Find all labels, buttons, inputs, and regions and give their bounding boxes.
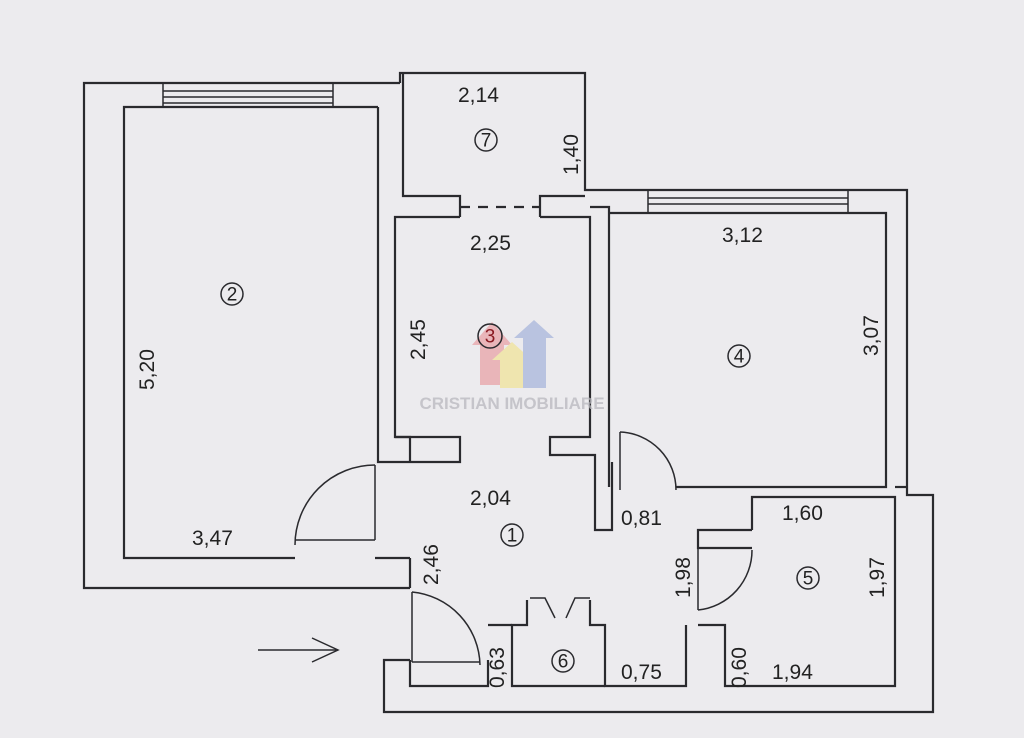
dim-room-5-bottom: 1,94: [772, 661, 813, 684]
door-room-2: [294, 464, 376, 546]
window-room-2: [162, 82, 334, 108]
dim-room-6-width: 0,75: [621, 661, 662, 684]
dim-room-2-width: 3,47: [192, 527, 233, 550]
dim-room-1-length: 2,46: [420, 544, 443, 585]
dim-room-2-length: 5,20: [136, 349, 159, 390]
dim-room-1-width: 2,04: [470, 487, 511, 510]
dimensions: 2,04 2,46 5,20 3,47 2,25 2,45 3,12 3,07 …: [136, 84, 889, 688]
room-number-6: 6: [558, 652, 569, 673]
door-entrance: [411, 591, 481, 666]
room-number-4: 4: [734, 347, 745, 368]
logo-yellow-arrow: [492, 342, 532, 388]
watermark-logo: CRISTIAN IMOBILIARE: [419, 320, 605, 413]
dim-room-6-depth: 0,63: [486, 647, 509, 688]
window-room-4: [647, 189, 849, 214]
room-numbers: 1 2 3 4 5 6 7: [220, 128, 820, 673]
room-number-3: 3: [485, 327, 496, 348]
room-number-1: 1: [507, 526, 518, 547]
dim-hall-door: 0,81: [621, 507, 662, 530]
logo-blue-arrow: [514, 320, 554, 388]
walls: [82, 71, 935, 714]
dim-room-7-length: 1,40: [560, 134, 583, 175]
dim-room-3-length: 2,45: [407, 319, 430, 360]
dim-hall-length: 1,98: [672, 557, 695, 598]
room-number-7: 7: [481, 131, 492, 152]
dim-room-4-length: 3,07: [860, 315, 883, 356]
room-number-5: 5: [803, 569, 814, 590]
arrow-right-icon: [258, 637, 340, 663]
dim-room-5-top: 1,60: [782, 502, 823, 525]
watermark-text: CRISTIAN IMOBILIARE: [419, 394, 604, 413]
dim-room-7-width: 2,14: [458, 84, 499, 107]
dim-room-5-door: 0,60: [728, 647, 751, 688]
room-number-2: 2: [227, 285, 238, 306]
dim-room-4-width: 3,12: [722, 224, 763, 247]
door-room-6: [530, 597, 590, 619]
dim-room-3-width: 2,25: [470, 232, 511, 255]
door-room-5: [697, 548, 753, 611]
door-room-4: [619, 431, 677, 491]
dim-room-5-length: 1,97: [866, 557, 889, 598]
